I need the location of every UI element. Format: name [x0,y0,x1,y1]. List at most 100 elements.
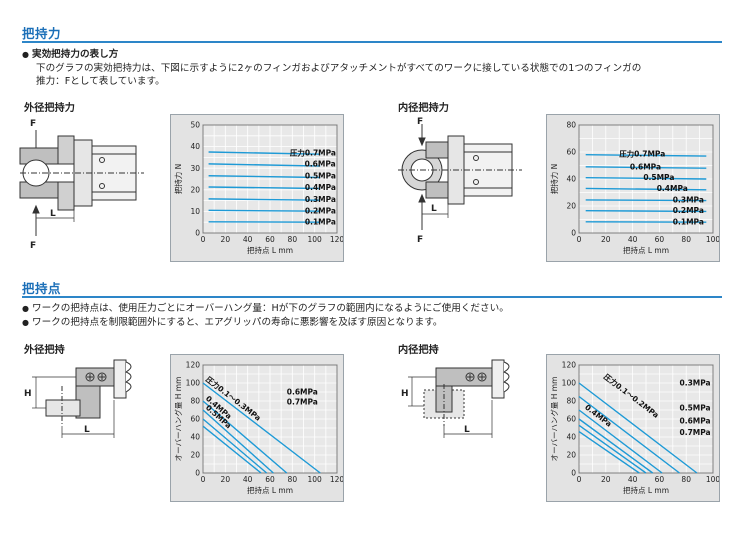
series-line [208,175,321,179]
series-line [202,382,321,474]
x-tick-label: 40 [628,235,638,244]
x-tick-label: 60 [655,475,665,484]
series-line [202,425,262,474]
y-tick-label: 50 [190,121,200,130]
x-tick-label: 0 [577,475,582,484]
x-tick-label: 40 [628,475,638,484]
bullet-dot: ● [22,50,29,59]
y-axis-label: 把持力 N [173,164,183,195]
x-tick-label: 80 [681,235,691,244]
series-line [202,418,268,474]
section-title-gripping-point: 把持点 [22,281,62,296]
x-tick-label: 20 [221,235,231,244]
y-tick-label: 40 [566,175,576,184]
series-label: 0.6MPa [305,159,336,168]
overhang-label: H [401,389,409,399]
y-tick-label: 20 [566,451,576,460]
section-rule [22,41,722,43]
x-tick-label: 40 [243,475,253,484]
y-tick-label: 20 [190,185,200,194]
y-tick-label: 80 [566,121,576,130]
series-line [578,382,698,474]
x-tick-label: 100 [308,235,323,244]
inner-point-title: 内径把持 [398,345,439,356]
series-line [578,431,640,474]
y-tick-label: 30 [190,164,200,173]
bullet-text-1: ワークの把持点は、使用圧力ごとにオーバーハング量：Hが下のグラフの範囲内になるよ… [31,303,509,314]
y-tick-label: 120 [186,361,201,370]
x-tick-label: 40 [243,235,253,244]
force-label-top: F [30,119,36,129]
series-label: 0.3MPa [305,195,336,204]
y-tick-label: 10 [190,207,200,216]
y-tick-label: 60 [566,415,576,424]
series-label: 0.5MPa [643,173,674,182]
series-label: 0.7MPa [287,397,318,406]
y-tick-label: 0 [571,469,576,478]
x-tick-label: 20 [601,235,611,244]
x-tick-label: 20 [221,475,231,484]
y-tick-label: 0 [195,469,200,478]
series-label: 0.5MPa [305,171,336,180]
y-tick-label: 40 [566,433,576,442]
inner-force-diagram: F F L [398,117,522,245]
section-title-gripping-force: 把持力 [22,26,62,41]
y-axis-label: 把持力 N [549,164,559,195]
x-tick-label: 0 [201,475,206,484]
outer-point-title: 外径把持 [24,345,65,356]
outer-point-diagram: H L [24,359,132,438]
paragraph-line-1: 下のグラフの実効把持力は、下図に示すように2ヶのフィンガおよびアタッチメントがす… [36,63,642,74]
series-line [208,198,321,201]
x-tick-label: 0 [577,235,582,244]
series-line [202,409,274,474]
series-label: 圧力0.7MPa [619,149,665,159]
y-tick-label: 40 [190,433,200,442]
x-tick-label: 80 [288,235,298,244]
series-line [208,151,321,155]
x-tick-label: 20 [601,475,611,484]
series-label: 0.4MPa [657,184,688,193]
inner-point-diagram: H L [401,359,510,438]
subheading-text: 実効把持力の表し方 [31,49,119,60]
force-label-top: F [417,117,423,127]
outer-force-title: 外径把持力 [24,103,75,114]
series-label: 圧力0.7MPa [290,148,336,158]
length-label: L [431,204,437,214]
series-label: 0.2MPa [673,206,704,215]
series-label: 0.7MPa [680,428,711,437]
y-tick-label: 80 [190,397,200,406]
length-label: L [84,425,90,435]
y-tick-label: 40 [190,142,200,151]
y-axis-label: オーバーハング量 H mm [549,377,559,462]
series-label: 0.4MPa [305,183,336,192]
x-axis-label: 把持点 L mm [623,245,669,255]
series-line [202,400,288,474]
y-tick-label: 60 [566,148,576,157]
y-tick-label: 120 [562,361,577,370]
x-tick-label: 80 [681,475,691,484]
x-tick-label: 80 [288,475,298,484]
series-label: 0.3MPa [673,195,704,204]
x-axis-label: 把持点 L mm [247,485,293,495]
x-tick-label: 120 [330,475,343,484]
plot-border [202,124,338,234]
series-label: 0.5MPa [680,404,711,413]
series-line [585,176,707,180]
y-axis-label: オーバーハング量 H mm [173,377,183,462]
y-tick-label: 100 [186,379,201,388]
y-tick-label: 0 [195,229,200,238]
length-label: L [50,209,56,219]
series-label: 0.6MPa [680,416,711,425]
series-label: 0.1MPa [305,218,336,227]
x-tick-label: 60 [265,475,275,484]
series-label: 0.6MPa [287,388,318,397]
series-line [585,154,707,157]
series-line [208,209,321,212]
x-tick-label: 60 [265,235,275,244]
overhang-label: H [24,389,32,399]
